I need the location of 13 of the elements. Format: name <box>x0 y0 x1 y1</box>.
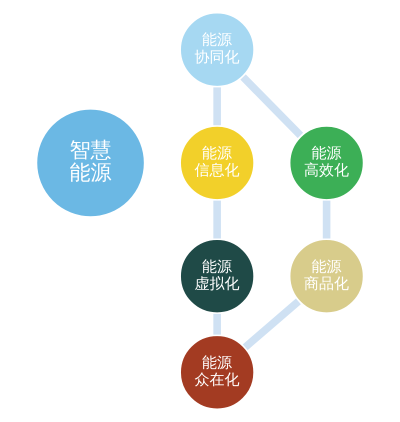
connector <box>240 74 304 138</box>
node-circle: 能源 协同化 <box>178 10 256 89</box>
connector <box>242 298 301 350</box>
node-circle: 能源 虚拟化 <box>178 237 256 316</box>
node-circle: 能源 商品化 <box>288 237 366 316</box>
connector <box>213 87 221 126</box>
node-circle: 能源 众在化 <box>178 333 256 412</box>
connector <box>213 314 221 335</box>
connector <box>213 200 221 239</box>
connector <box>322 200 330 239</box>
node-circle: 智慧 能源 <box>34 106 147 220</box>
node-circle: 能源 信息化 <box>178 124 256 202</box>
node-circle: 能源 高效化 <box>288 124 366 202</box>
